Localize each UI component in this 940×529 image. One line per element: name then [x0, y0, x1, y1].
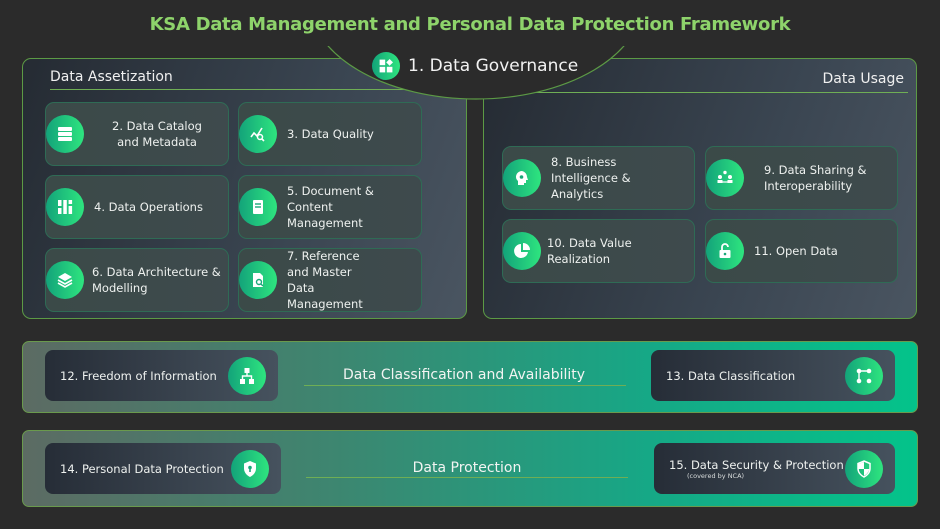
- data-usage-title: Data Usage: [822, 71, 905, 87]
- layers-icon: [46, 261, 84, 299]
- shield-icon: [845, 449, 883, 488]
- card-label: 14. Personal Data Protection: [60, 461, 224, 476]
- card-label: 15. Data Security & Protection: [669, 457, 844, 472]
- pie-chart-icon: [503, 232, 541, 270]
- head-gear-icon: [503, 159, 541, 197]
- card-label: 10. Data Value Realization: [547, 236, 632, 266]
- data-governance-header[interactable]: 1. Data Governance: [372, 52, 578, 80]
- card-data-architecture[interactable]: 6. Data Architecture & Modelling: [45, 248, 229, 312]
- chart-magnifier-icon: [239, 115, 277, 153]
- people-share-icon: [706, 159, 744, 197]
- card-label: 5. Document & Content Management: [287, 184, 374, 230]
- card-data-sharing[interactable]: 9. Data Sharing & Interoperability: [705, 146, 898, 210]
- card-open-data[interactable]: 11. Open Data: [705, 219, 898, 283]
- data-classification-title: Data Classification and Availability: [342, 367, 586, 383]
- card-label: 11. Open Data: [754, 244, 838, 258]
- card-label: 7. Reference and Master Data Management: [287, 249, 363, 311]
- card-label: 13. Data Classification: [666, 368, 796, 383]
- nodes-icon: [845, 356, 883, 395]
- card-data-operations[interactable]: 4. Data Operations: [45, 175, 229, 239]
- divider: [306, 477, 628, 478]
- page-title: KSA Data Management and Personal Data Pr…: [149, 14, 791, 35]
- card-business-intelligence[interactable]: 8. Business Intelligence & Analytics: [502, 146, 695, 210]
- hierarchy-icon: [228, 356, 266, 395]
- database-server-icon: [46, 115, 84, 153]
- divider: [490, 92, 908, 93]
- card-label: 8. Business Intelligence & Analytics: [551, 155, 631, 201]
- card-document-content[interactable]: 5. Document & Content Management: [238, 175, 422, 239]
- card-data-classification[interactable]: 13. Data Classification: [651, 350, 895, 401]
- card-note: (covered by NCA): [687, 471, 745, 480]
- card-label: 2. Data Catalog and Metadata: [112, 119, 202, 149]
- document-icon: [239, 188, 277, 226]
- file-search-icon: [239, 261, 277, 299]
- data-protection-title: Data Protection: [412, 460, 522, 476]
- data-governance-label: 1. Data Governance: [408, 56, 579, 76]
- card-label: 4. Data Operations: [94, 200, 203, 214]
- card-reference-master-data[interactable]: 7. Reference and Master Data Management: [238, 248, 422, 312]
- card-label: 12. Freedom of Information: [60, 368, 217, 383]
- unlock-icon: [706, 232, 744, 270]
- divider: [50, 89, 430, 90]
- card-data-quality[interactable]: 3. Data Quality: [238, 102, 422, 166]
- card-personal-data-protection[interactable]: 14. Personal Data Protection: [45, 443, 281, 494]
- operations-grid-icon: [46, 188, 84, 226]
- card-label: 9. Data Sharing & Interoperability: [764, 163, 867, 193]
- card-freedom-of-information[interactable]: 12. Freedom of Information: [45, 350, 278, 401]
- governance-grid-icon: [372, 52, 400, 80]
- card-label: 6. Data Architecture & Modelling: [92, 265, 221, 295]
- card-label: 3. Data Quality: [287, 127, 374, 141]
- card-data-value-realization[interactable]: 10. Data Value Realization: [502, 219, 695, 283]
- divider: [304, 385, 626, 386]
- governance-arc: [327, 46, 625, 100]
- card-data-security-protection[interactable]: 15. Data Security & Protection (covered …: [654, 443, 895, 494]
- data-assetization-title: Data Assetization: [50, 69, 173, 85]
- card-data-catalog[interactable]: 2. Data Catalog and Metadata: [45, 102, 229, 166]
- shield-keyhole-icon: [231, 449, 269, 488]
